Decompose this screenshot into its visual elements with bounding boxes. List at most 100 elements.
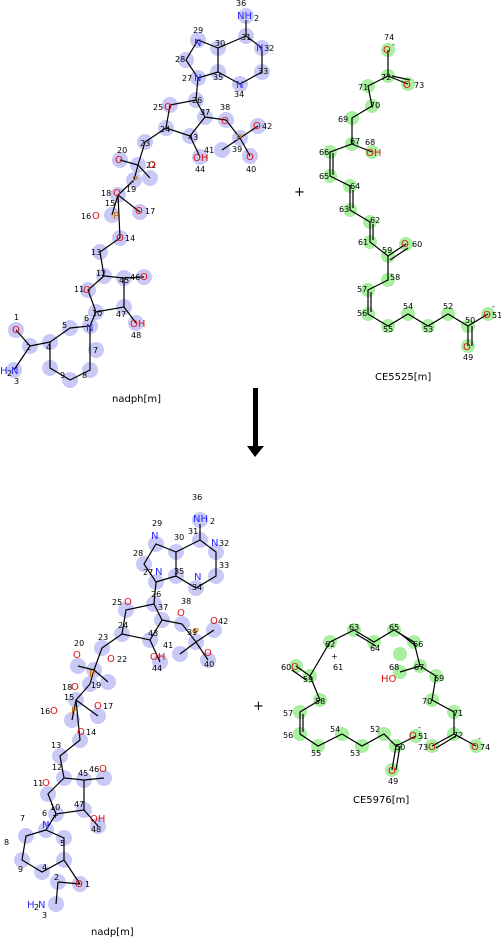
svg-text:O: O — [403, 80, 411, 91]
svg-text:24: 24 — [160, 125, 170, 134]
svg-text:5: 5 — [60, 839, 65, 848]
svg-text:71: 71 — [453, 709, 463, 718]
svg-text:O: O — [463, 342, 471, 353]
svg-text:28: 28 — [133, 549, 143, 558]
svg-text:19: 19 — [91, 681, 101, 690]
svg-text:40: 40 — [204, 660, 214, 669]
svg-text:12: 12 — [96, 269, 106, 278]
svg-text:46: 46 — [89, 765, 99, 774]
svg-text:N: N — [155, 567, 162, 578]
svg-text:O: O — [140, 272, 148, 283]
svg-text:O: O — [204, 648, 212, 659]
svg-text:47: 47 — [116, 310, 126, 319]
svg-text:65: 65 — [389, 623, 399, 632]
svg-text:O: O — [253, 121, 261, 132]
svg-text:NH: NH — [193, 514, 208, 525]
svg-text:O: O — [246, 152, 254, 163]
svg-text:35: 35 — [174, 567, 184, 576]
svg-text:51: 51 — [492, 311, 501, 320]
svg-text:11: 11 — [74, 285, 84, 294]
svg-text:53: 53 — [423, 325, 433, 334]
svg-text:OH: OH — [150, 652, 165, 663]
svg-text:73: 73 — [418, 743, 428, 752]
svg-text:59: 59 — [303, 675, 313, 684]
svg-text:18: 18 — [62, 683, 72, 692]
svg-text:30: 30 — [215, 39, 225, 48]
svg-text:NH: NH — [237, 11, 252, 22]
svg-text:3: 3 — [42, 911, 47, 920]
svg-text:16: 16 — [40, 707, 50, 716]
svg-text:7: 7 — [93, 346, 98, 355]
svg-text:31: 31 — [241, 33, 251, 42]
svg-text:O: O — [210, 616, 218, 627]
svg-text:59: 59 — [382, 246, 392, 255]
svg-text:-: - — [418, 723, 421, 732]
svg-text:51: 51 — [418, 732, 428, 741]
svg-text:N: N — [194, 73, 201, 84]
svg-text:13: 13 — [51, 741, 61, 750]
svg-text:58: 58 — [315, 697, 325, 706]
svg-text:4: 4 — [42, 863, 47, 872]
ce5976-label: CE5976[m] — [353, 795, 409, 806]
svg-text:26: 26 — [192, 96, 202, 105]
svg-text:16: 16 — [81, 212, 91, 221]
svg-text:N: N — [86, 323, 93, 334]
svg-text:37: 37 — [200, 108, 210, 117]
svg-text:67: 67 — [414, 663, 424, 672]
svg-text:25: 25 — [153, 103, 163, 112]
svg-text:38: 38 — [220, 103, 230, 112]
svg-text:3: 3 — [14, 377, 19, 386]
svg-text:54: 54 — [330, 725, 340, 734]
plus-sign-bottom: + — [253, 699, 264, 714]
svg-text:O: O — [50, 706, 58, 717]
svg-text:36: 36 — [236, 0, 246, 8]
svg-text:2: 2 — [26, 343, 31, 352]
svg-text:41: 41 — [163, 641, 173, 650]
svg-text:33: 33 — [219, 561, 229, 570]
svg-text:27: 27 — [143, 568, 153, 577]
svg-text:42: 42 — [218, 617, 228, 626]
svg-text:HO: HO — [381, 674, 397, 685]
svg-text:13: 13 — [91, 248, 101, 257]
svg-text:O: O — [291, 662, 299, 673]
svg-text:44: 44 — [195, 165, 205, 174]
svg-text:O: O — [116, 233, 124, 244]
svg-text:1: 1 — [14, 313, 19, 322]
svg-text:-: - — [492, 302, 495, 311]
svg-text:38: 38 — [181, 597, 191, 606]
svg-text:35: 35 — [213, 73, 223, 82]
svg-text:2: 2 — [254, 14, 259, 23]
svg-text:66: 66 — [413, 640, 423, 649]
svg-text:55: 55 — [383, 325, 393, 334]
svg-text:29: 29 — [152, 519, 162, 528]
svg-text:32: 32 — [264, 44, 274, 53]
svg-text:14: 14 — [125, 234, 135, 243]
svg-text:15: 15 — [64, 693, 74, 702]
svg-text:64: 64 — [350, 182, 360, 191]
svg-text:50: 50 — [465, 316, 475, 325]
svg-text:8: 8 — [82, 371, 87, 380]
svg-text:2: 2 — [210, 517, 215, 526]
svg-text:12: 12 — [52, 763, 62, 772]
svg-text:74: 74 — [480, 743, 490, 752]
svg-text:27: 27 — [182, 74, 192, 83]
svg-text:71: 71 — [358, 83, 368, 92]
svg-text:41: 41 — [204, 146, 214, 155]
nadph-label: nadph[m] — [112, 394, 161, 405]
svg-text:56: 56 — [357, 309, 367, 318]
plus-sign-top: + — [294, 185, 305, 200]
svg-text:O: O — [471, 742, 479, 753]
svg-text:O: O — [388, 766, 396, 777]
svg-text:67: 67 — [350, 137, 360, 146]
svg-text:O: O — [177, 608, 185, 619]
svg-text:-: - — [478, 734, 481, 743]
svg-text:45: 45 — [78, 769, 88, 778]
svg-text:72: 72 — [381, 73, 391, 82]
svg-text:56: 56 — [283, 731, 293, 740]
svg-text:N: N — [42, 820, 49, 831]
svg-text:OH: OH — [130, 319, 145, 330]
svg-text:5: 5 — [62, 321, 67, 330]
